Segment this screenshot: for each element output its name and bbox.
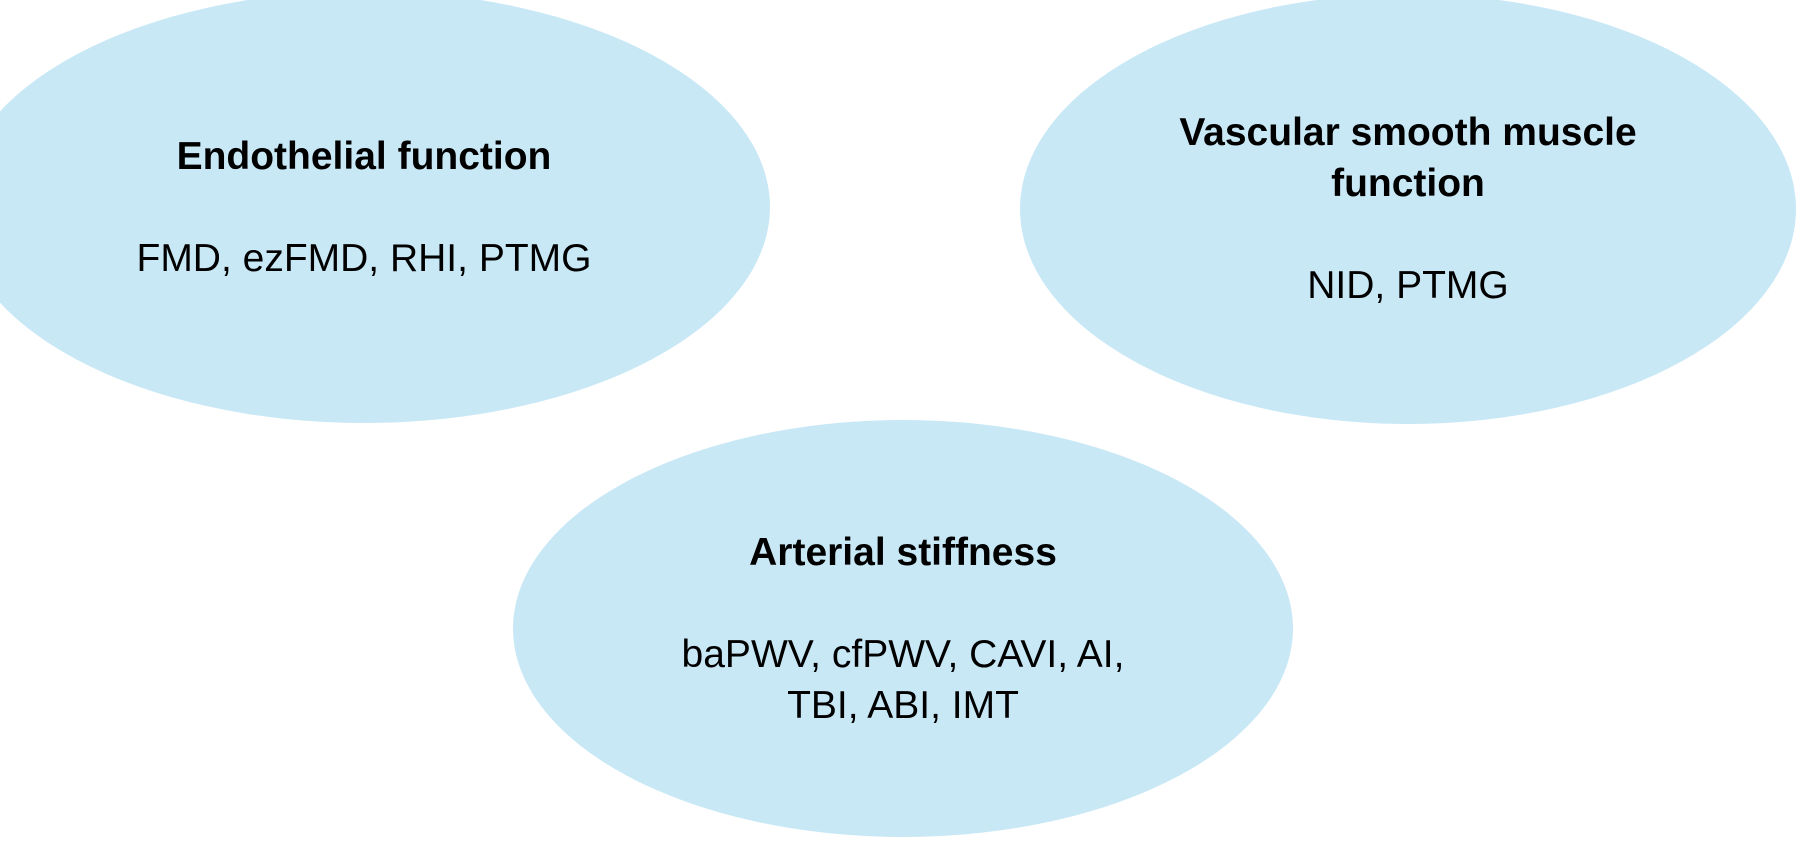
vascular-smooth-muscle-measures: NID, PTMG: [1307, 264, 1509, 307]
ellipse-vascular-smooth-muscle-function: Vascular smooth muscle function NID, PTM…: [1020, 0, 1796, 424]
vascular-smooth-muscle-title: Vascular smooth muscle function: [1179, 111, 1637, 205]
endothelial-function-title: Endothelial function: [176, 134, 552, 178]
arterial-stiffness-label: Arterial stiffness baPWV, cfPWV, CAVI, A…: [682, 476, 1125, 782]
ellipse-endothelial-function: Endothelial function FMD, ezFMD, RHI, PT…: [0, 0, 770, 423]
endothelial-function-measures: FMD, ezFMD, RHI, PTMG: [136, 236, 592, 280]
vascular-smooth-muscle-label: Vascular smooth muscle function NID, PTM…: [1179, 56, 1636, 362]
arterial-stiffness-measures: baPWV, cfPWV, CAVI, AI, TBI, ABI, IMT: [681, 632, 1125, 727]
endothelial-function-label: Endothelial function FMD, ezFMD, RHI, PT…: [137, 80, 592, 335]
ellipse-arterial-stiffness: Arterial stiffness baPWV, cfPWV, CAVI, A…: [513, 420, 1293, 837]
arterial-stiffness-title: Arterial stiffness: [749, 530, 1057, 574]
